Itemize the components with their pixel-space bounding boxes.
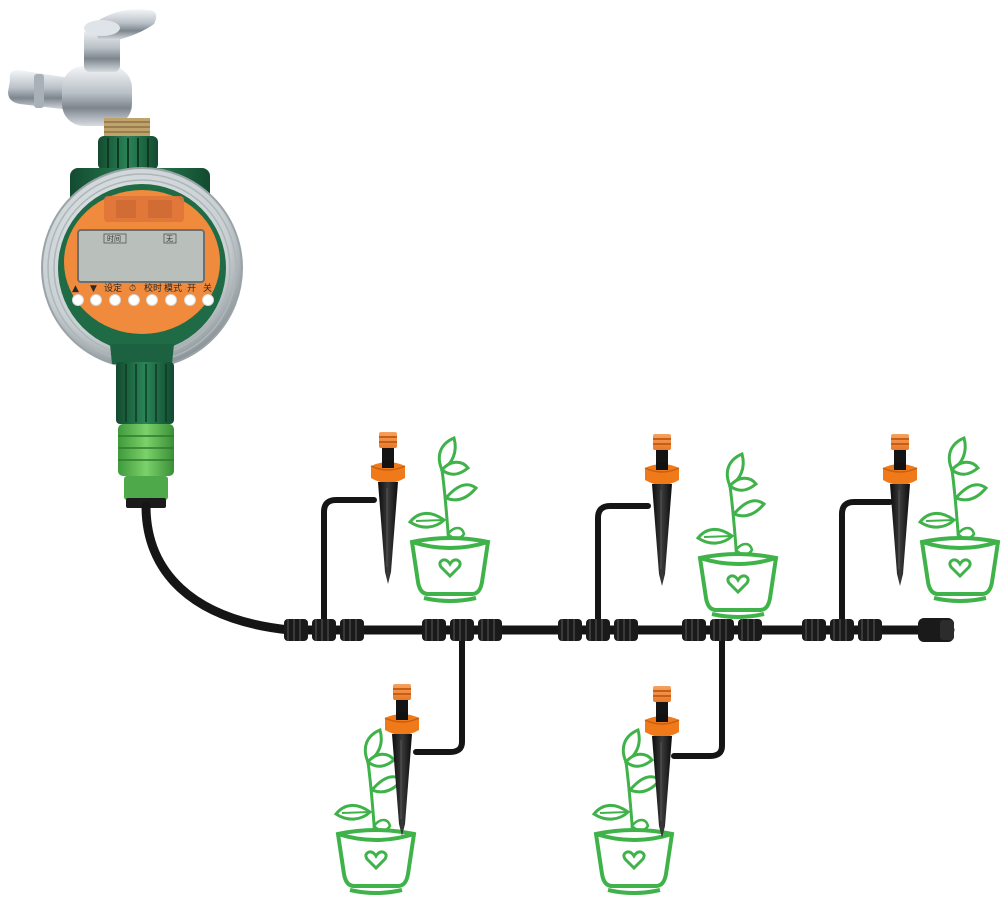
lcd-tag-none <box>163 233 177 244</box>
off-button[interactable] <box>202 294 214 306</box>
lcd-tag-none-label: 无 <box>166 235 173 243</box>
dripper-stake-3 <box>882 433 918 587</box>
water-timer: 时间 无 ▲ ▼ 设定 ⏱ 校时 模式 开 关 <box>41 136 243 508</box>
off-label: 关 <box>203 282 212 294</box>
mode-label: 模式 <box>164 282 182 294</box>
down-arrow-icon: ▼ <box>90 284 97 294</box>
set-button[interactable] <box>109 294 121 306</box>
down-button[interactable] <box>90 294 102 306</box>
dripper-stake-2 <box>644 433 680 587</box>
pipe-network <box>141 497 955 759</box>
up-arrow-icon: ▲ <box>72 284 79 294</box>
lcd-tag-time <box>103 233 127 244</box>
plant-pot-3 <box>918 436 1000 603</box>
faucet <box>8 9 157 140</box>
lcd-tag-time-label: 时间 <box>107 234 121 243</box>
mode-button[interactable] <box>165 294 177 306</box>
pipe-fittings <box>284 618 954 642</box>
on-label: 开 <box>187 283 196 294</box>
calibrate-label: 校时 <box>144 282 162 294</box>
lcd-screen <box>77 229 205 283</box>
set-label: 设定 <box>104 282 122 294</box>
clock-button[interactable] <box>128 294 140 306</box>
dripper-stake-1 <box>370 431 406 585</box>
on-button[interactable] <box>184 294 196 306</box>
plant-pot-2 <box>696 452 778 619</box>
clock-icon: ⏱ <box>129 284 136 294</box>
plant-pot-1 <box>408 436 490 603</box>
calibrate-button[interactable] <box>146 294 158 306</box>
up-button[interactable] <box>72 294 84 306</box>
